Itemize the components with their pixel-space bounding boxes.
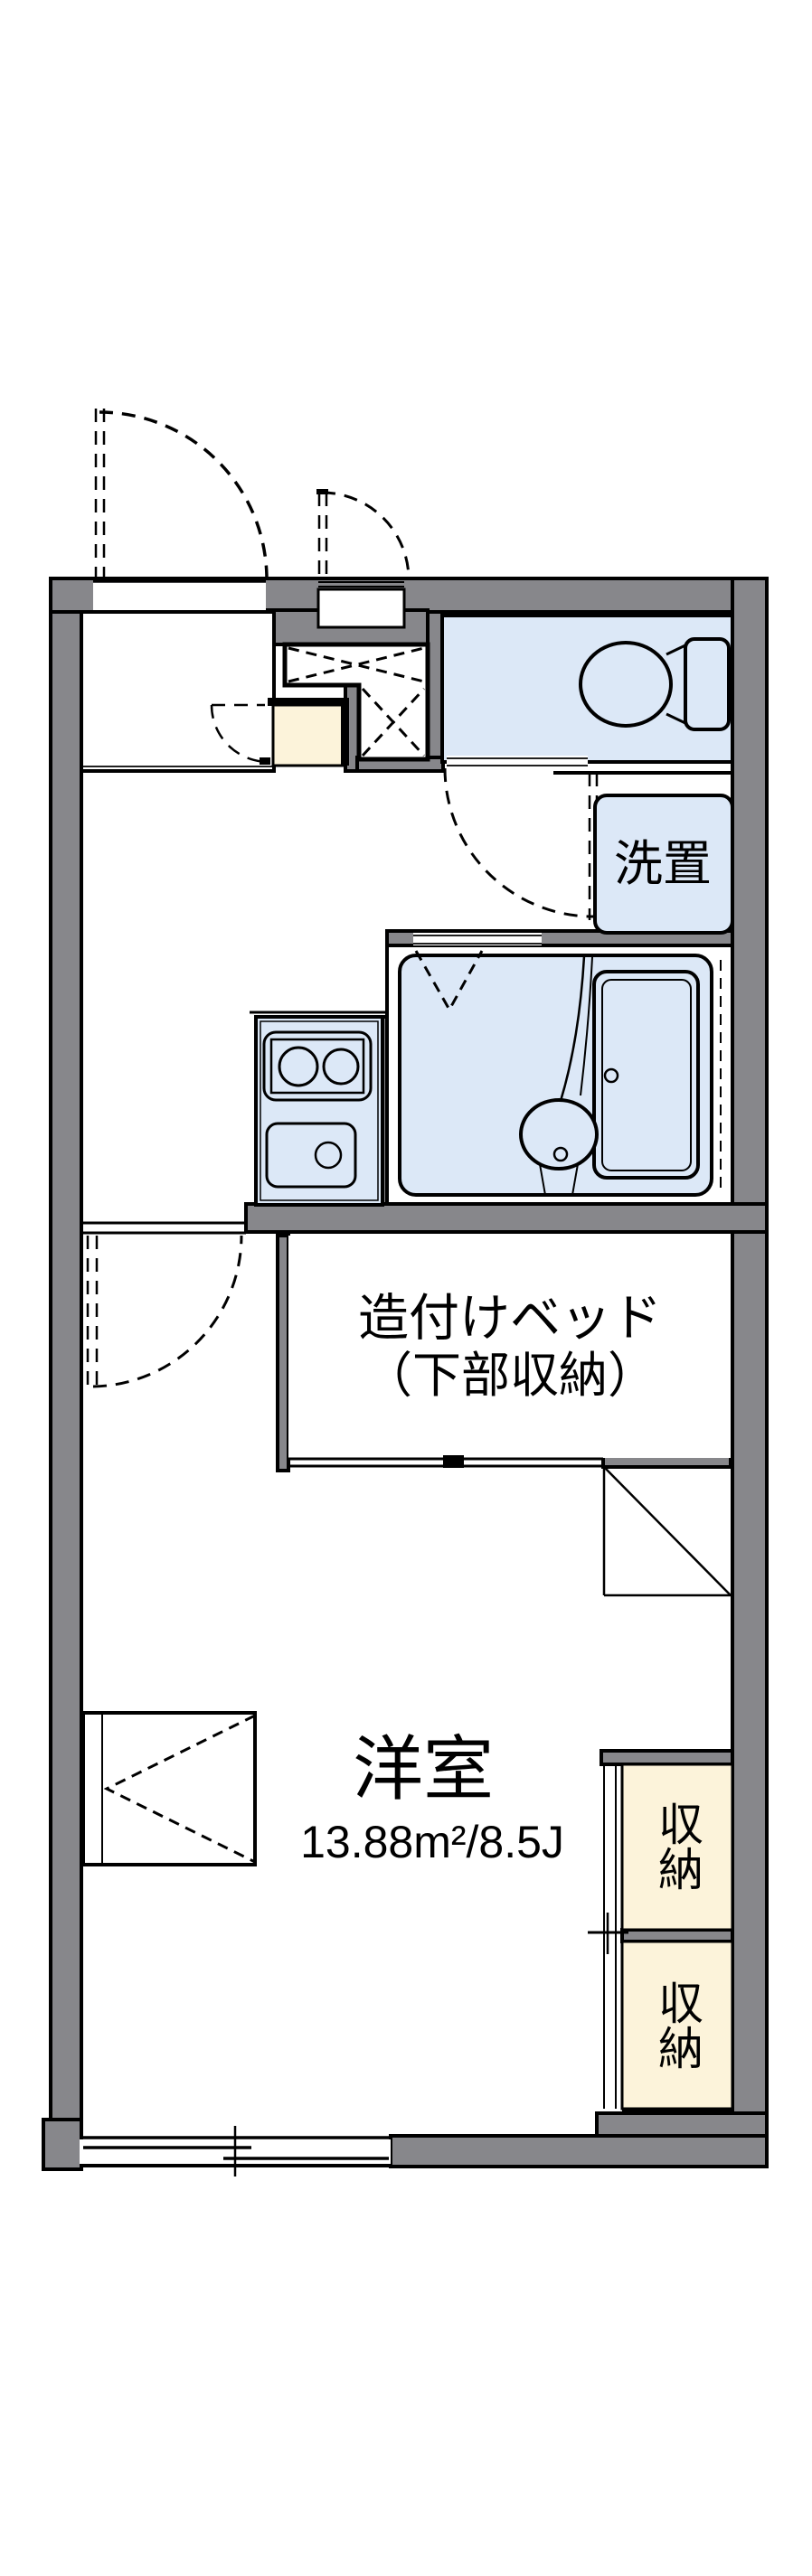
entrance-room	[80, 610, 276, 773]
wall-bed-left	[276, 1234, 290, 1472]
main-room-area: 13.88m²/8.5J	[300, 1817, 564, 1867]
entrance-door-opening	[93, 579, 266, 615]
washer-label: 洗置	[614, 837, 712, 891]
bed-label-line1: 造付けベッド	[358, 1290, 662, 1347]
wall-below-kitchen	[244, 1202, 769, 1234]
washbasin-icon	[519, 955, 599, 1196]
kitchen	[250, 1011, 387, 1207]
wall-storage-divider	[620, 1928, 734, 1943]
storage-column: 収納 収納	[588, 1763, 734, 2114]
storage-upper-label: 収納	[652, 1800, 703, 1891]
bathroom	[385, 933, 734, 1206]
pipe-space-door-swing	[316, 489, 411, 580]
bed-label-line2: （下部収納）	[364, 1349, 656, 1403]
side-window-bay	[81, 1711, 257, 1866]
pipe-space-door-opening	[316, 581, 406, 629]
wall-right	[731, 577, 769, 2168]
storage-upper-box	[620, 1763, 734, 1932]
wall-storage-top-stub	[600, 1749, 734, 1766]
hall-door-swing	[210, 703, 270, 765]
storage-lower-label: 収納	[652, 1979, 703, 2070]
walls	[42, 577, 769, 2171]
toilet-room	[440, 614, 734, 920]
main-room: 洋室 13.88m²/8.5J	[81, 1711, 564, 1867]
built-in-bed-area: 造付けベッド （下部収納）	[288, 1236, 731, 1468]
room-entry-door	[81, 1221, 246, 1389]
washer-space: 洗置	[553, 771, 734, 935]
wall-left	[49, 577, 83, 2168]
shoe-cabinet	[268, 698, 349, 767]
refrigerator-space	[602, 1466, 732, 1597]
wall-bottom-left-corner	[42, 2118, 83, 2171]
sink-icon	[265, 1122, 357, 1189]
storage-lower-box	[620, 1940, 734, 2111]
pipe-space-x-icon	[288, 646, 426, 757]
entrance-door-swing	[94, 409, 269, 580]
wall-bottom	[389, 2134, 769, 2168]
bathtub-icon	[592, 970, 700, 1180]
toilet-icon	[579, 637, 731, 731]
bathroom-folding-door	[414, 950, 484, 1013]
bottom-sliding-window	[80, 2126, 391, 2176]
stove-icon	[262, 1030, 373, 1102]
pipe-space-shaft	[282, 642, 430, 762]
main-room-label: 洋室	[353, 1729, 494, 1809]
